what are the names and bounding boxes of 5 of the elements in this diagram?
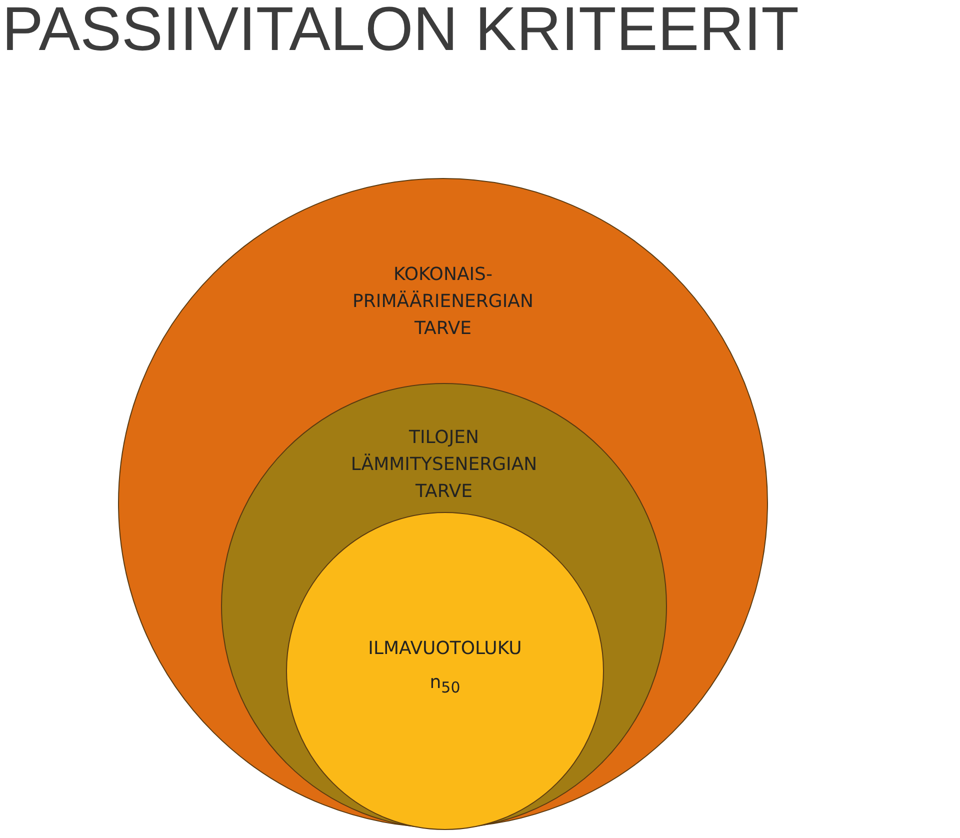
title: PASSIIVITALON KRITEERIT (2, 0, 799, 66)
circle-label: KOKONAIS- PRIMÄÄRIENERGIAN TARVE (352, 263, 534, 341)
circle-label: TILOJEN LÄMMITYSENERGIAN TARVE (350, 426, 538, 504)
circle-label: ILMAVUOTOLUKU (368, 637, 522, 661)
circle-label: n$_{50}$ (430, 671, 460, 699)
